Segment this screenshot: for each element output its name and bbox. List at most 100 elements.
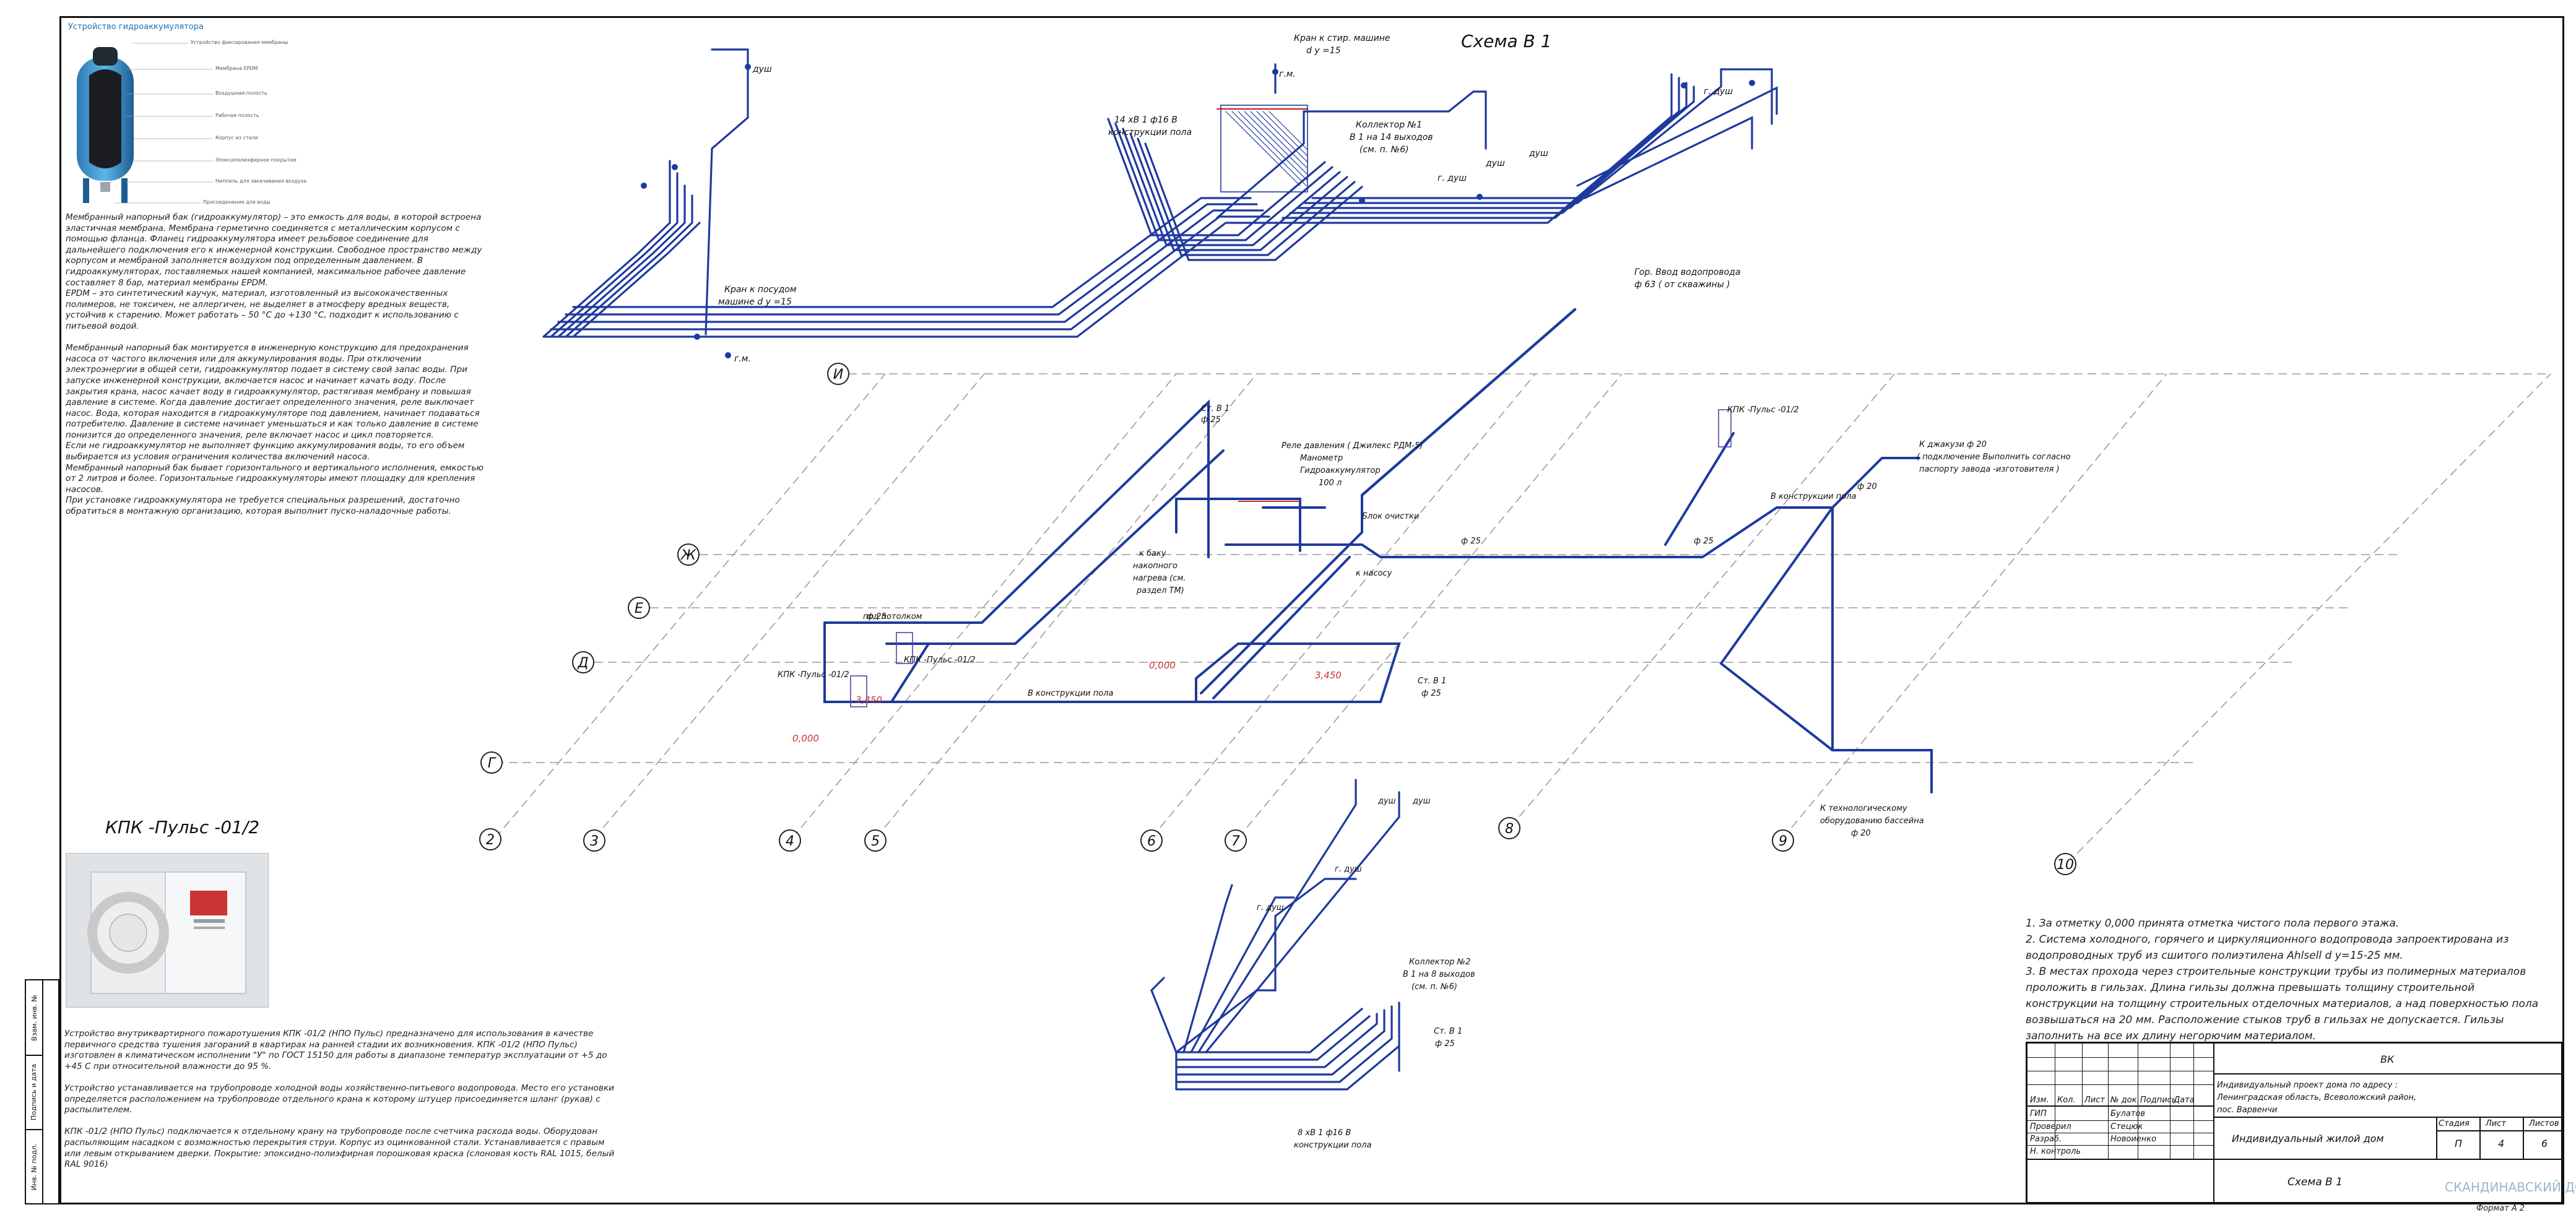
elev-000-mid: 0,000 [1149,660,1176,671]
label-k-tech3: ф 20 [1851,829,1871,838]
tb-col-header: Подпись [2140,1096,2177,1105]
label-kran-posud-sub: машине d y =15 [718,297,792,307]
elev-000: 0,000 [792,733,819,744]
tb-sheets-header: Листов [2529,1119,2559,1128]
label-k-tech: К технологическому [1820,804,1907,813]
axis-label-col: 3 [590,834,599,849]
label-kpk-right: КПК -Пульс -01/2 [1727,405,1799,415]
axis-label-col: 4 [786,834,794,849]
label-g-dush: г. душ [1438,173,1467,183]
label-rele: Реле давления ( Джилекс РДМ-5) [1281,441,1423,451]
tb-col-header: Изм. [2030,1096,2049,1105]
tank-part-label: Воздушная полость [215,90,267,96]
general-note: 1. За отметку 0,000 принята отметка чист… [2026,917,2400,930]
label-dush: душ [1485,158,1505,168]
label-kpk-left: КПК -Пульс -01/2 [778,670,849,680]
title-block: Изм. Кол. Лист № док. Подпись Дата ГИП П… [2026,1042,2576,1204]
tank-part-label: Эпоксиполиэфирное покрытие [215,157,297,163]
label-manometr: Манометр [1300,454,1343,463]
label-k-nasosu: к насосу [1356,569,1392,578]
label-d25: ф 25 [867,612,887,621]
label-k-dzhakuzi: К джакузи ф 20 [1919,440,1987,449]
tb-col-header: Кол. [2057,1096,2076,1105]
label-kollektor-1-ref: (см. п. №6) [1360,145,1409,155]
axis-label-col: 2 [486,832,495,848]
kpk-heading: КПК -Пульс -01/2 [105,817,260,837]
tank-part-label: Устройство фиксирования мембраны [191,40,288,45]
label-dush: душ [1377,797,1396,806]
general-note: 3. В местах прохода через строительные к… [2026,966,2539,1042]
tb-sheets: 6 [2541,1138,2548,1149]
axis-label-col: 9 [1779,834,1787,849]
grid-lines [495,373,2551,863]
tb-sheet-header: Лист [2486,1119,2506,1128]
label-pod-pot: под потолком [863,612,922,621]
label-d20: ф 20 [1857,482,1877,491]
tb-stage-header: Стадия [2439,1119,2470,1128]
tb-col-header: Дата [2174,1096,2195,1105]
middle-piping [823,399,1933,793]
label-pipes-8: 8 хВ 1 ф16 В [1298,1128,1351,1138]
label-gidro-vol: 100 л [1319,478,1342,488]
label-pipes-8-sub: конструкции пола [1294,1141,1371,1150]
label-st-v1-top-d: ф 25 [1201,415,1221,425]
label-g-dush: г. душ [1704,87,1733,97]
lower-piping [1150,779,1400,1091]
kpk-photo [66,853,269,1008]
label-d25: ф 25 [1461,537,1481,546]
label-kollektor-2-sub: В 1 на 8 выходов [1403,970,1475,979]
label-pipes-14-sub: конструкции пола [1108,128,1192,137]
axis-label-row: Е [635,601,643,616]
axis-label-col: 6 [1147,834,1156,849]
label-dush: душ [1412,797,1431,806]
tb-project: Индивидуальный проект дома по адресу : Л… [2217,1081,2417,1115]
tank-part-label: Корпус из стали [215,135,258,141]
tb-col-header: № док. [2110,1096,2140,1105]
tb-role: Разраб. [2030,1135,2062,1144]
accumulator-illustration: Устройство гидроаккумулятора Устройство … [64,20,306,210]
label-k-baku: к баку [1139,549,1166,558]
label-kpk-mid: КПК -Пульс -01/2 [904,655,976,665]
kpk-description: Устройство внутриквартирного пожаротушен… [64,1029,615,1170]
tb-col-header: Лист [2084,1096,2105,1105]
tb-name: Стецюк [2110,1122,2143,1131]
lower-labels: Коллектор №2 В 1 на 8 выходов (см. п. №6… [1257,797,1475,1150]
label-kran-posud: Кран к посудом [724,285,797,295]
label-gm: г.м. [1279,69,1296,79]
label-kollektor-1-sub: В 1 на 14 выходов [1350,132,1433,142]
scheme-title: Схема В 1 [1461,31,1551,51]
label-k-dzhakuzi-sub: ( подключение Выполнить согласно [1917,452,2071,462]
axis-bubbles: И Ж Е Д Г 2 3 4 5 6 7 8 9 10 [479,363,2076,875]
label-gidro: Гидроаккумулятор [1300,466,1381,475]
label-kran-stir: Кран к стир. машине [1294,33,1390,43]
general-note: 2. Система холодного, горячего и циркуля… [2026,933,2509,962]
label-st-v1-top: Ст. В 1 [1201,404,1229,413]
tb-code: ВК [2380,1053,2395,1065]
label-st-v1-right-d: ф 25 [1421,689,1441,698]
tb-role: Н. контроль [2030,1147,2081,1156]
tb-object: Индивидуальный жилой дом [2232,1133,2384,1144]
label-g-dush: г. душ [1257,903,1284,912]
label-st-v1-lower-d: ф 25 [1435,1039,1455,1049]
label-blok: Блок очистки [1362,512,1419,521]
label-pipes-14: 14 хВ 1 ф16 В [1114,115,1177,125]
tb-sheet-name: Схема В 1 [2288,1176,2343,1188]
label-dush: душ [1529,149,1548,158]
axis-label-row: Ж [680,548,696,563]
kpk-symbols [850,409,1732,707]
middle-labels: Ст. В 1 ф 25 Реле давления ( Джилекс РДМ… [778,404,2071,838]
tank-title: Устройство гидроаккумулятора [68,22,204,32]
upper-piping [542,48,1778,497]
axis-label-row: Г [488,756,497,771]
elev-3450b: 3,450 [1315,670,1342,681]
tb-name: Новоиенко [2110,1135,2157,1144]
tb-role: ГИП [2030,1109,2047,1118]
general-notes: 1. За отметку 0,000 принята отметка чист… [2026,915,2539,1044]
label-st-v1-right: Ст. В 1 [1418,677,1446,686]
label-kollektor-1: Коллектор №1 [1356,120,1422,130]
tb-sheet: 4 [2498,1138,2505,1149]
label-gm: г.м. [734,354,751,364]
axis-label-row: И [833,367,843,383]
axis-label-col: 7 [1231,834,1240,849]
axis-label-row: Д [577,655,588,671]
